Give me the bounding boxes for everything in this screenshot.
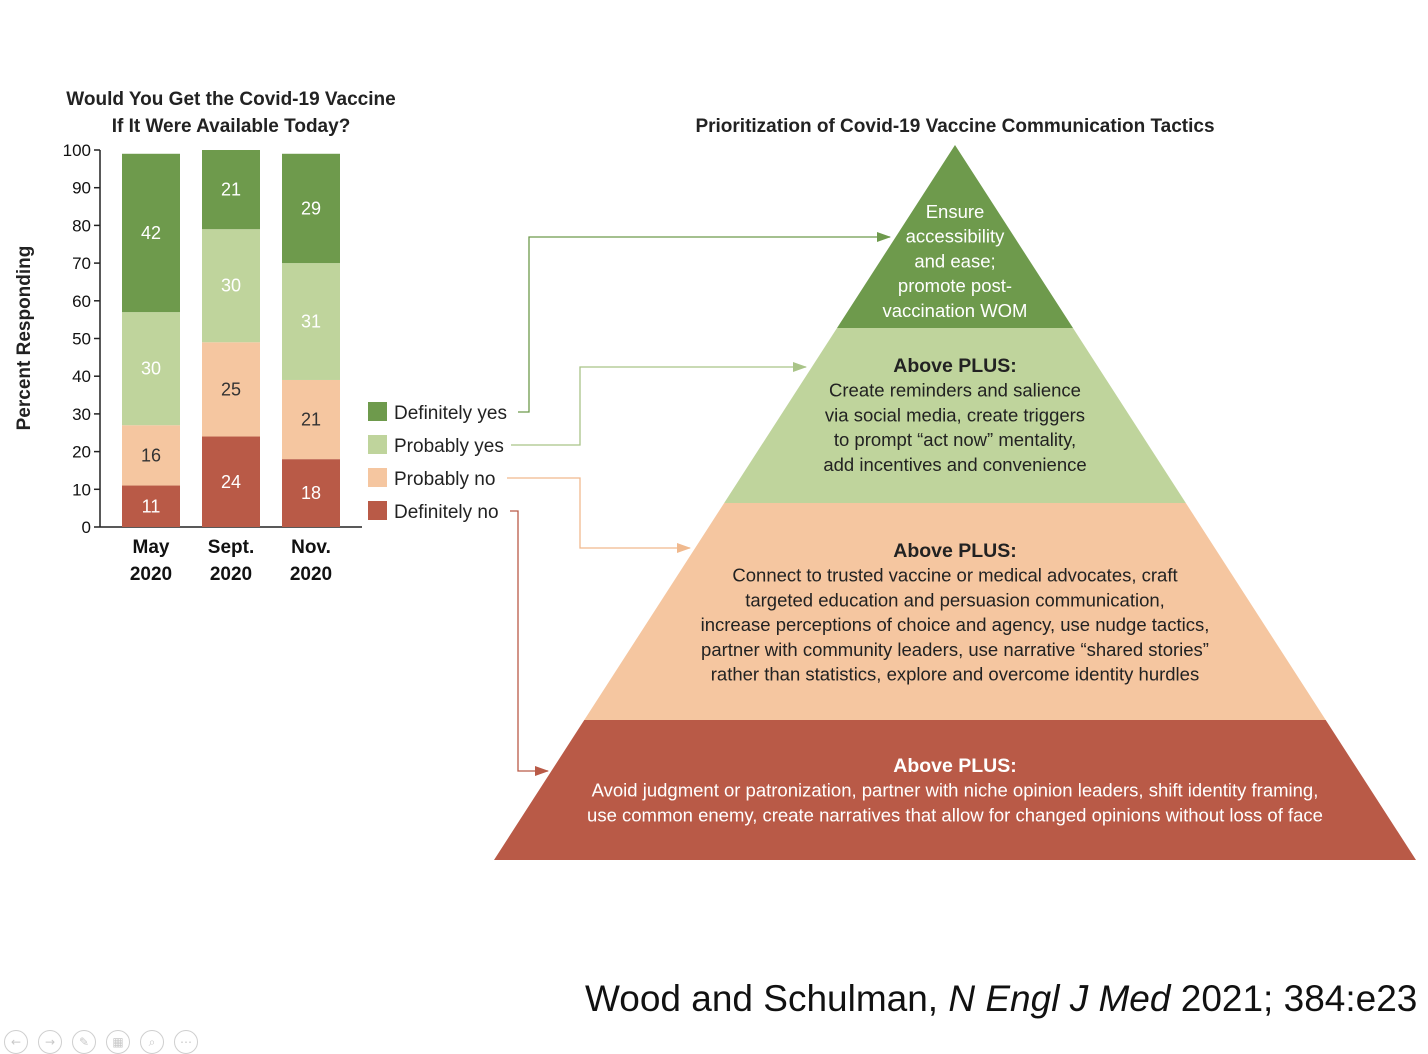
y-tick-label: 50 — [72, 330, 91, 349]
legend-swatch — [368, 501, 387, 520]
y-tick-label: 90 — [72, 179, 91, 198]
y-axis-label: Percent Responding — [14, 246, 35, 431]
citation: Wood and Schulman, N Engl J Med 2021; 38… — [585, 978, 1417, 1020]
pyramid-tier-text: Ensure — [926, 201, 985, 222]
pyramid-tier-text: to prompt “act now” mentality, — [834, 429, 1076, 450]
bar-value-label: 30 — [221, 276, 241, 296]
zoom-icon[interactable]: ⌕ — [140, 1030, 164, 1054]
pyramid-tier-heading: Above PLUS: — [893, 755, 1017, 777]
pyramid-tier — [724, 328, 1186, 503]
bar-segment — [122, 425, 180, 486]
pyramid-tier-heading: Above PLUS: — [893, 355, 1017, 377]
bar-segment — [282, 153, 340, 264]
bar-value-label: 11 — [142, 496, 161, 516]
back-icon[interactable]: ← — [4, 1030, 28, 1054]
y-tick-label: 70 — [72, 254, 91, 273]
bar-segment — [202, 342, 260, 437]
bar-chart-title: Would You Get the Covid-19 Vaccine — [66, 89, 395, 110]
slides-icon[interactable]: ▦ — [106, 1030, 130, 1054]
bar-value-label: 21 — [301, 410, 321, 430]
bar-value-label: 21 — [221, 180, 241, 200]
bar-value-label: 30 — [141, 359, 161, 379]
legend-label: Probably yes — [394, 436, 504, 457]
y-tick-label: 20 — [72, 443, 91, 462]
bar-segment — [202, 436, 260, 527]
pen-icon[interactable]: ✎ — [72, 1030, 96, 1054]
x-category-label: 2020 — [130, 564, 172, 585]
bar-segment — [282, 379, 340, 460]
citation-journal: N Engl J Med — [948, 978, 1171, 1019]
connector-arrow — [518, 232, 891, 413]
pyramid-tier — [494, 720, 1416, 860]
x-category-label: 2020 — [290, 564, 332, 585]
bar-value-label: 25 — [221, 379, 241, 399]
citation-authors: Wood and Schulman, — [585, 978, 949, 1019]
legend-connectors — [507, 232, 891, 776]
bar-segment — [202, 150, 260, 230]
more-icon[interactable]: ⋯ — [174, 1030, 198, 1054]
bar-value-label: 42 — [141, 223, 161, 243]
bar-segment — [282, 263, 340, 380]
y-tick-label: 40 — [72, 367, 91, 386]
bar-value-label: 29 — [301, 198, 321, 218]
connector-arrow — [507, 477, 691, 553]
bar-segment — [122, 153, 180, 313]
pyramid-tier-text: accessibility — [906, 226, 1005, 247]
y-tick-label: 100 — [63, 141, 91, 160]
y-tick-label: 60 — [72, 292, 91, 311]
pyramid-tier-text: Connect to trusted vaccine or medical ad… — [732, 565, 1177, 586]
bar-value-label: 18 — [301, 483, 321, 503]
pyramid-tier-text: promote post- — [898, 275, 1012, 296]
x-category-label: 2020 — [210, 564, 252, 585]
x-category-label: May — [133, 537, 170, 558]
bar-value-label: 16 — [141, 445, 161, 465]
pyramid-tier-text: increase perceptions of choice and agenc… — [701, 614, 1210, 635]
y-tick-label: 10 — [72, 480, 91, 499]
legend-swatch — [368, 468, 387, 487]
legend-label: Definitely yes — [394, 403, 507, 424]
pyramid-tier — [837, 145, 1073, 328]
legend-label: Definitely no — [394, 502, 499, 523]
pyramid-tier-text: and ease; — [914, 250, 995, 271]
legend-swatch — [368, 402, 387, 421]
pyramid-tier-text: vaccination WOM — [883, 300, 1028, 321]
slide-nav-toolbar: ← → ✎ ▦ ⌕ ⋯ — [4, 1030, 198, 1054]
pyramid-tier-text: add incentives and convenience — [823, 454, 1086, 475]
pyramid-tier-text: targeted education and persuasion commun… — [745, 589, 1165, 610]
x-category-label: Sept. — [208, 537, 254, 558]
pyramid-tier-text: via social media, create triggers — [825, 404, 1085, 425]
bar-segment — [202, 229, 260, 343]
pyramid-tier-text: Avoid judgment or patronization, partner… — [592, 780, 1319, 801]
y-tick-label: 30 — [72, 405, 91, 424]
connector-arrow — [511, 362, 807, 446]
pyramid-tier-text: partner with community leaders, use narr… — [701, 639, 1209, 660]
bar-chart-title: If It Were Available Today? — [112, 116, 351, 137]
legend-swatch — [368, 435, 387, 454]
pyramid-tier-text: use common enemy, create narratives that… — [587, 804, 1323, 825]
bar-segment — [122, 485, 180, 527]
citation-ref: 2021; 384:e23 — [1170, 978, 1418, 1019]
y-tick-label: 0 — [82, 518, 91, 537]
bar-value-label: 24 — [221, 472, 241, 492]
connector-arrow — [510, 510, 549, 776]
pyramid-tier-text: rather than statistics, explore and over… — [711, 664, 1199, 685]
tactics-pyramid: Prioritization of Covid-19 Vaccine Commu… — [494, 116, 1416, 860]
stacked-bar-chart: Would You Get the Covid-19 Vaccine If It … — [14, 89, 507, 585]
pyramid-tier — [584, 503, 1326, 720]
pyramid-tier-text: Create reminders and salience — [829, 380, 1081, 401]
x-category-label: Nov. — [291, 537, 331, 558]
y-tick-label: 80 — [72, 216, 91, 235]
bar-segment — [282, 459, 340, 527]
pyramid-tier-heading: Above PLUS: — [893, 540, 1017, 562]
pyramid-title: Prioritization of Covid-19 Vaccine Commu… — [695, 116, 1214, 137]
forward-icon[interactable]: → — [38, 1030, 62, 1054]
bar-value-label: 31 — [301, 312, 321, 332]
bar-segment — [122, 312, 180, 426]
legend-label: Probably no — [394, 469, 495, 490]
